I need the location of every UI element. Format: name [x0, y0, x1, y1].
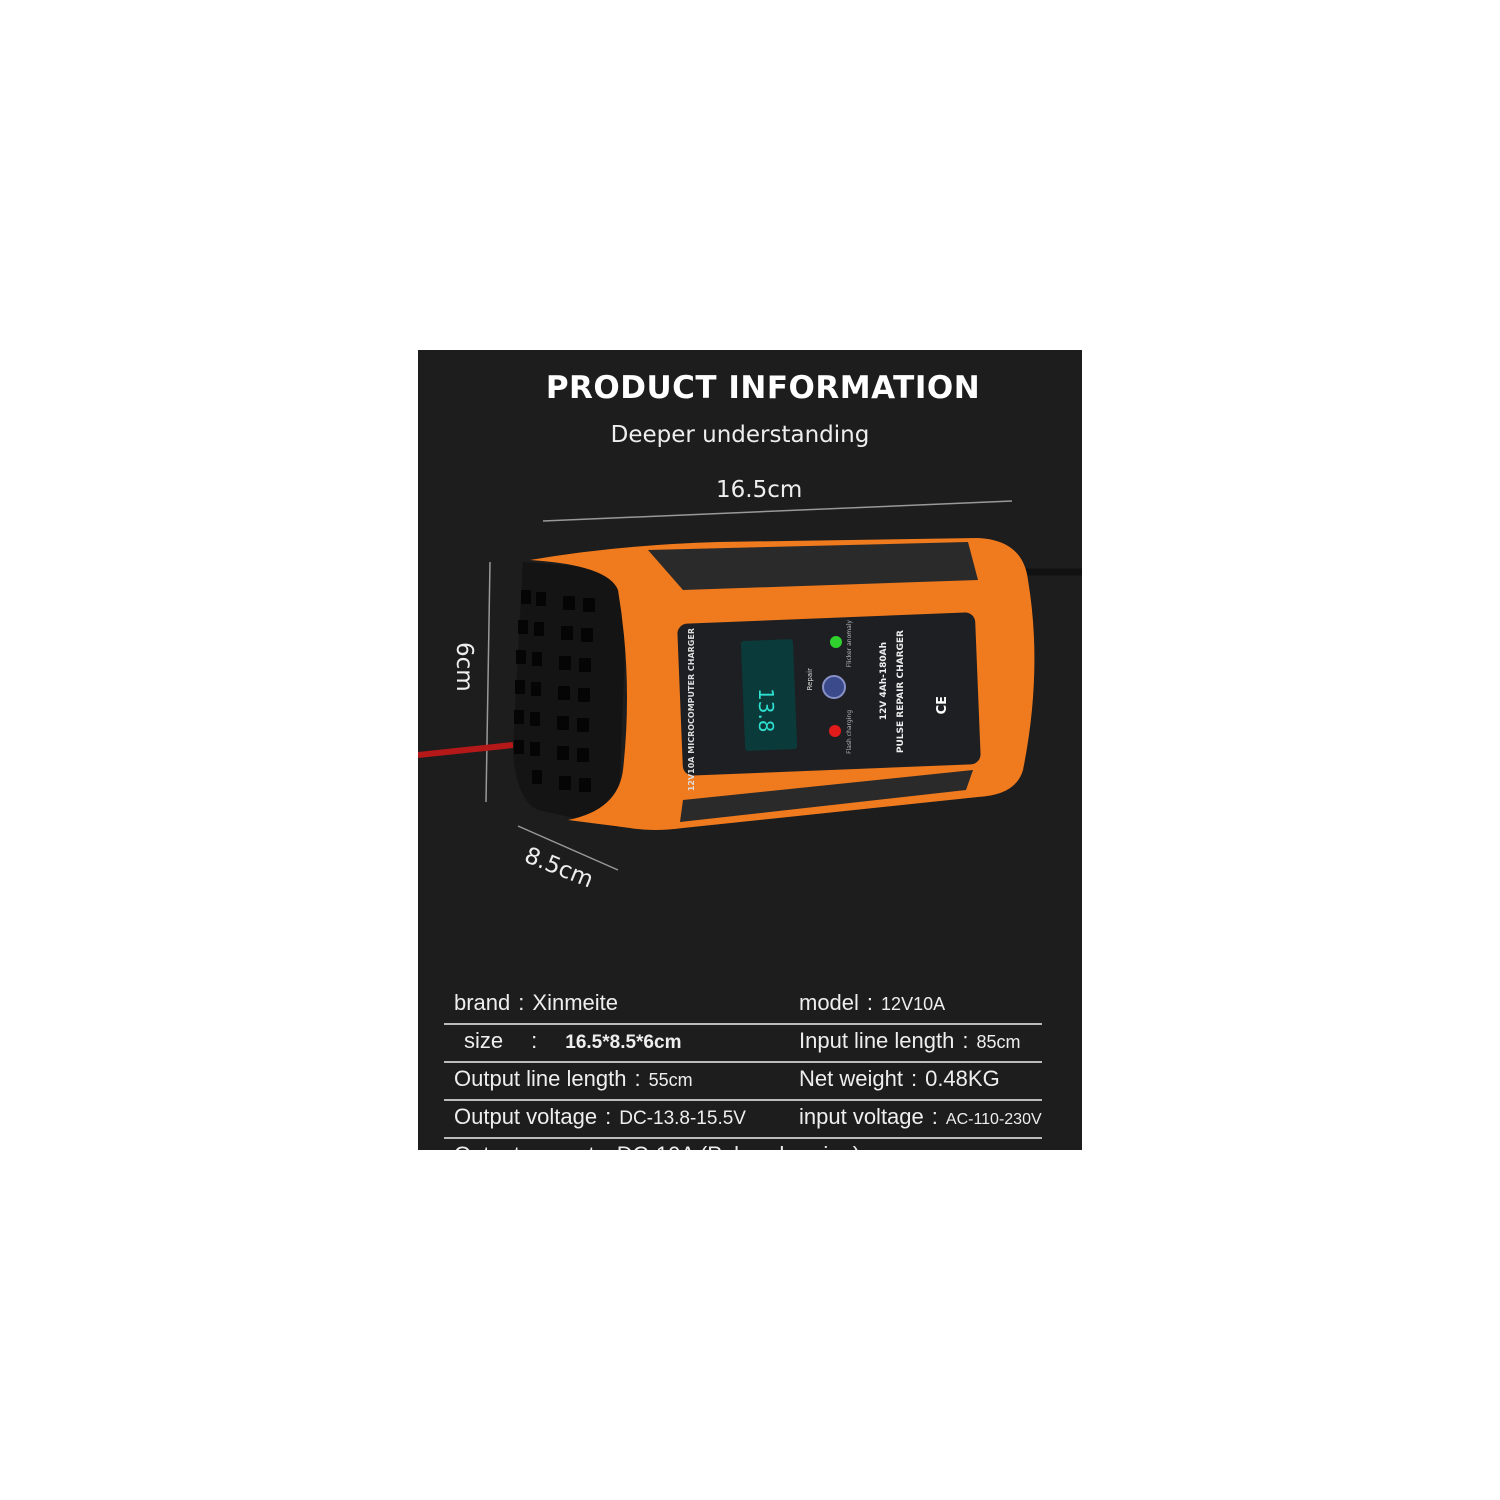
spec-label: model [799, 990, 859, 1015]
spec-sep: : [518, 990, 525, 1015]
green-led-label: Flicker anomaly [846, 620, 853, 668]
height-label: 6cm [451, 642, 477, 692]
spec-label: Output voltage [454, 1104, 598, 1129]
spec-value: Xinmeite [532, 990, 618, 1015]
bottom-grip [680, 770, 973, 822]
spec-row: size : 16.5*8.5*6cm Input line length : … [444, 1024, 1042, 1063]
spec-row: Output current : DC-10A (Pulse charging) [444, 1138, 1042, 1150]
lcd-voltage: 13.8 [754, 688, 778, 733]
spec-sep: : [866, 990, 874, 1015]
spec-line-2: PULSE REPAIR CHARGER [896, 630, 906, 754]
spec-row: brand : Xinmeite model : 12V10A [444, 986, 1042, 1025]
length-dimension-line [542, 500, 1013, 522]
vent-grille [514, 590, 595, 792]
green-led [830, 636, 842, 648]
height-dimension-line [485, 561, 491, 803]
spec-label: input voltage [799, 1104, 924, 1129]
spec-sep: : [962, 1028, 969, 1053]
spec-label: size [464, 1028, 504, 1053]
spec-label: Net weight [799, 1066, 903, 1091]
spec-sep: : [603, 1142, 609, 1150]
repair-button [822, 675, 846, 699]
spec-sep: : [910, 1066, 918, 1091]
spec-label: Output line length [454, 1066, 627, 1091]
spec-label: brand [454, 990, 511, 1015]
spec-value: 85cm [976, 1032, 1021, 1052]
page-subtitle: Deeper understanding [610, 422, 870, 448]
spec-sep: : [931, 1104, 938, 1129]
lcd-display [740, 639, 798, 751]
product-info-panel: PRODUCT INFORMATION Deeper understanding… [418, 350, 1082, 1150]
spec-line-1: 12V 4Ah-180Ah [879, 642, 889, 721]
spec-sep: : [605, 1104, 612, 1129]
spec-value: DC-13.8-15.5V [619, 1108, 746, 1129]
spec-label: Input line length [799, 1028, 955, 1053]
spec-value: DC-10A (Pulse charging) [617, 1142, 860, 1150]
spec-value: 55cm [648, 1070, 693, 1090]
charger-illustration [418, 500, 1082, 871]
top-grip [648, 542, 978, 590]
spec-value: AC-110-230V [945, 1111, 1042, 1128]
spec-sep: : [634, 1066, 641, 1091]
spec-row: Output line length : 55cm Net weight : 0… [444, 1062, 1042, 1101]
device-side-label: 12V10A MICROCOMPUTER CHARGER [687, 628, 696, 792]
spec-row: Output voltage : DC-13.8-15.5V input vol… [444, 1100, 1042, 1139]
length-label: 16.5cm [716, 477, 803, 503]
spec-sep: : [531, 1028, 538, 1053]
depth-dimension-line [517, 825, 619, 871]
red-led-label: Flash charging [846, 710, 853, 754]
spec-label: Output current [454, 1142, 595, 1150]
output-cable [418, 742, 514, 758]
red-led [829, 725, 841, 737]
ce-mark: CE [935, 696, 950, 715]
repair-label: Repair [806, 668, 814, 691]
spec-value: 16.5*8.5*6cm [565, 1032, 682, 1053]
spec-value: 0.48KG [925, 1066, 1000, 1091]
spec-value: 12V10A [881, 994, 946, 1014]
page-title: PRODUCT INFORMATION [545, 370, 981, 406]
